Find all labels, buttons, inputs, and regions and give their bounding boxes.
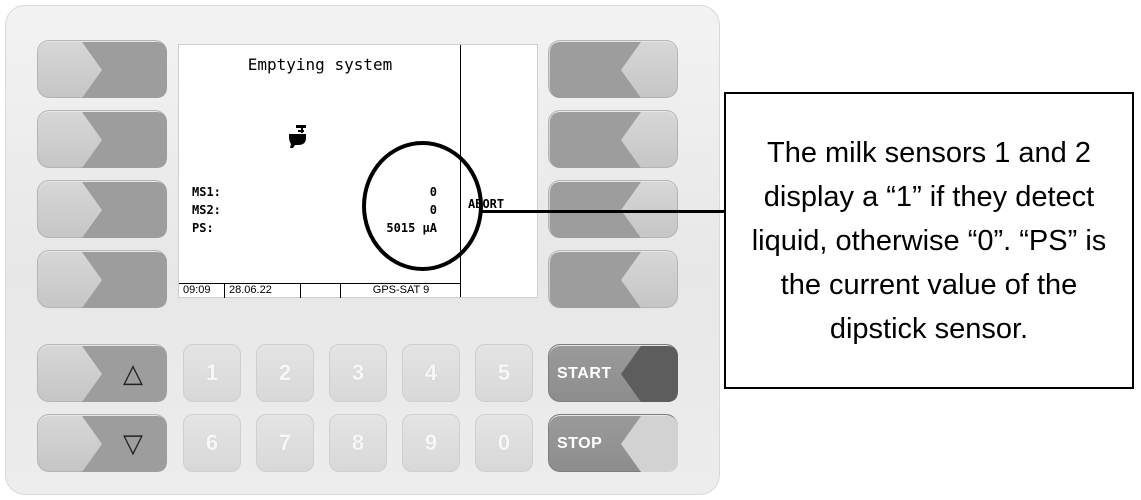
arrow-left-icon <box>550 252 641 308</box>
arrow-right-icon <box>82 112 167 168</box>
right-softkey-3-abort[interactable] <box>548 180 678 238</box>
digit-key-1[interactable]: 1 <box>183 344 241 402</box>
left-softkey-3[interactable] <box>37 180 167 238</box>
digit-key-9[interactable]: 9 <box>402 414 460 472</box>
left-softkey-4[interactable] <box>37 250 167 308</box>
digit-key-4[interactable]: 4 <box>402 344 460 402</box>
start-button[interactable]: START <box>548 344 678 402</box>
down-key[interactable]: ▽ <box>37 414 167 472</box>
callout-connector-line <box>482 210 725 213</box>
up-arrow-icon: △ <box>123 359 143 389</box>
stop-label: STOP <box>557 435 603 452</box>
left-softkey-2[interactable] <box>37 110 167 168</box>
ms2-label: MS2: <box>192 203 221 217</box>
callout-text: The milk sensors 1 and 2 display a “1” i… <box>751 136 1107 345</box>
emptying-pump-icon <box>289 125 306 148</box>
status-empty <box>301 284 341 298</box>
stop-button[interactable]: STOP <box>548 414 678 472</box>
right-softkey-2[interactable] <box>548 110 678 168</box>
arrow-right-icon <box>82 42 167 98</box>
callout-box: The milk sensors 1 and 2 display a “1” i… <box>724 92 1134 389</box>
arrow-right-icon <box>82 252 167 308</box>
digit-key-3[interactable]: 3 <box>329 344 387 402</box>
digit-key-8[interactable]: 8 <box>329 414 387 472</box>
status-time: 09:09 <box>179 284 225 298</box>
digit-key-0[interactable]: 0 <box>475 414 533 472</box>
down-arrow-icon: ▽ <box>123 429 143 459</box>
arrow-right-icon <box>82 182 167 238</box>
screen-title: Emptying system <box>247 55 393 74</box>
right-softkey-1[interactable] <box>548 40 678 98</box>
display-screen: Emptying system MS1: 0 MS2: 0 PS: 5015 µ… <box>178 44 538 298</box>
start-label: START <box>557 365 612 382</box>
status-gps: GPS-SAT 9 <box>372 284 430 296</box>
digit-key-7[interactable]: 7 <box>256 414 314 472</box>
arrow-left-icon <box>550 42 641 98</box>
left-softkey-1[interactable] <box>37 40 167 98</box>
status-bar: 09:09 28.06.22 GPS-SAT 9 <box>179 283 461 298</box>
ms1-label: MS1: <box>192 185 221 199</box>
arrow-left-icon <box>550 112 641 168</box>
up-key[interactable]: △ <box>37 344 167 402</box>
digit-key-2[interactable]: 2 <box>256 344 314 402</box>
status-date: 28.06.22 <box>225 284 301 298</box>
digit-key-6[interactable]: 6 <box>183 414 241 472</box>
ps-label: PS: <box>192 221 214 235</box>
right-softkey-4[interactable] <box>548 250 678 308</box>
digit-key-5[interactable]: 5 <box>475 344 533 402</box>
callout-highlight-circle <box>362 141 483 271</box>
